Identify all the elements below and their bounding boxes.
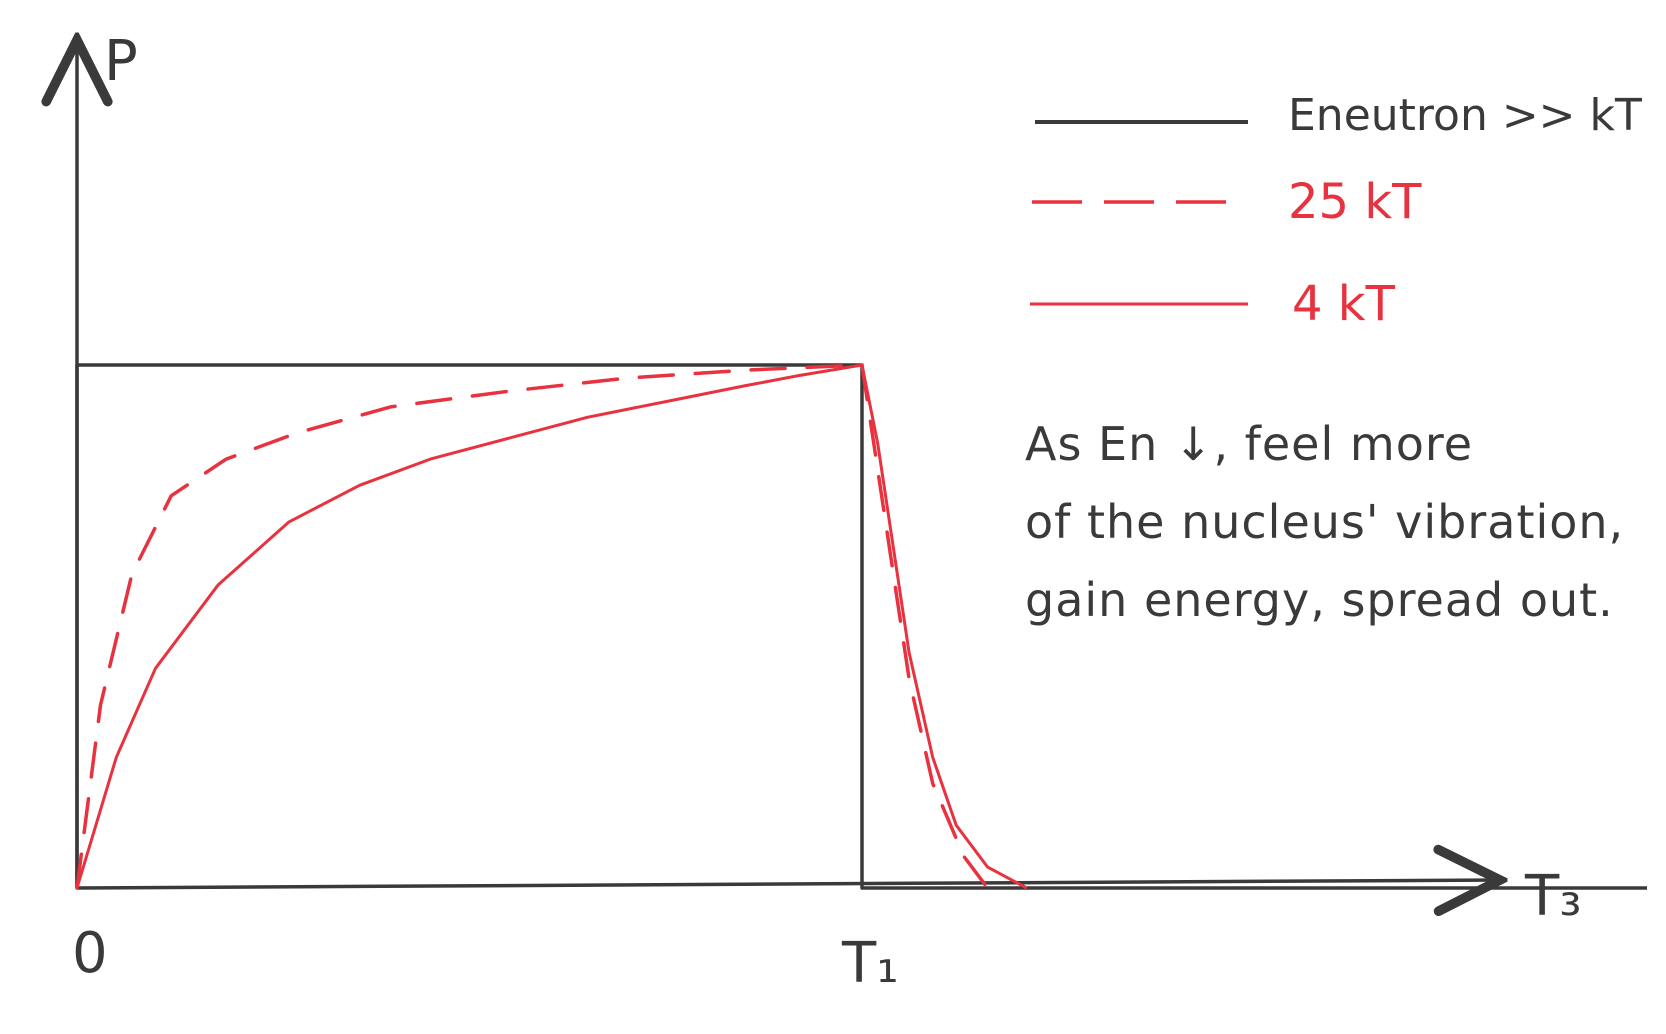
series-line-4kt: [75, 363, 1028, 890]
legend-label-4kt: 4 kT: [1292, 276, 1396, 332]
annotation-line-2: of the nucleus' vibration,: [1025, 495, 1625, 549]
y-axis-label: P: [104, 29, 138, 94]
origin-label: 0: [72, 921, 108, 986]
annotation-line-3: gain energy, spread out.: [1025, 573, 1614, 627]
series-line-25kt: [75, 363, 990, 890]
legend-label-eneutron: Eneutron >> kT: [1288, 90, 1642, 141]
x-axis: [76, 880, 1500, 888]
legend-label-25kt: 25 kT: [1288, 174, 1422, 230]
legend: Eneutron >> kT 25 kT 4 kT: [1030, 90, 1642, 332]
x-axis-label: T₃: [1524, 864, 1582, 929]
annotation-line-1: As En ↓, feel more: [1025, 417, 1474, 471]
x-tick-label-t1: T₁: [841, 931, 899, 996]
annotation-note: As En ↓, feel more of the nucleus' vibra…: [1025, 405, 1635, 639]
